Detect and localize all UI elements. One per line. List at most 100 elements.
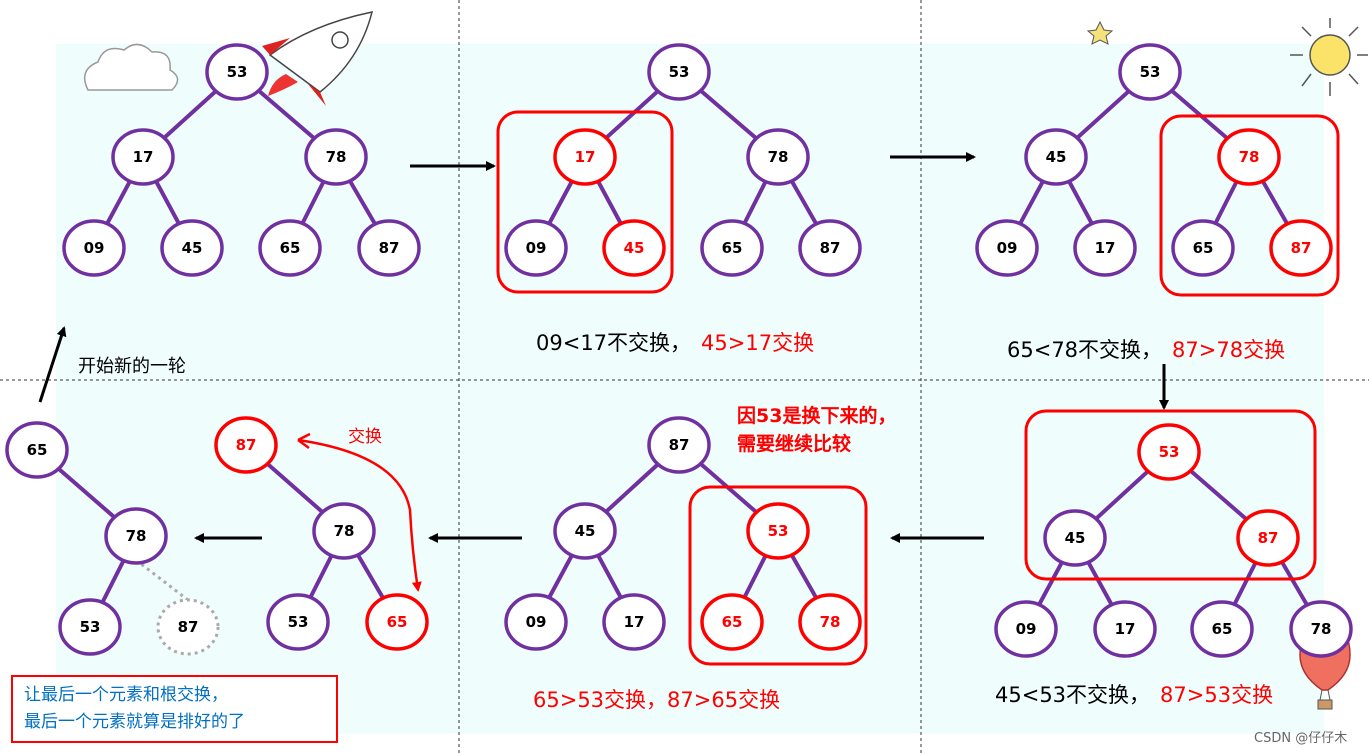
- flow-arrow-up: [38, 326, 67, 403]
- tree-node-label: 09: [526, 613, 547, 631]
- tree-node-p4_17: 17: [1093, 600, 1157, 658]
- tree-node-circle: [104, 507, 168, 565]
- tree-node-label: 09: [1016, 620, 1037, 638]
- tree-node-label: 65: [722, 613, 743, 631]
- tree-node-circle: [304, 128, 368, 186]
- tree-node-label: 65: [27, 441, 48, 459]
- tree-node-p3_45: 45: [1024, 128, 1088, 186]
- tree-node-p6_65: 65: [365, 593, 429, 651]
- tree-node-p5_65: 65: [700, 593, 764, 651]
- tree-node-circle: [504, 219, 568, 277]
- tree-node-circle: [357, 219, 421, 277]
- caption-panel4-black: 45<53不交换，: [995, 683, 1150, 707]
- tree-node-p5_45: 45: [553, 502, 617, 560]
- tree-node-p1_65: 65: [258, 219, 322, 277]
- final-note-line2: 最后一个元素就算是排好的了: [24, 712, 245, 732]
- tree-node-label: 78: [126, 527, 147, 545]
- tree-node-circle: [746, 128, 810, 186]
- reason-note-line1: 因53是换下来的，: [737, 404, 896, 427]
- sun-icon: [1290, 18, 1368, 96]
- tree-node-circle: [746, 502, 810, 560]
- tree-node-label: 17: [133, 148, 154, 166]
- tree-node-p1_09: 09: [62, 219, 126, 277]
- tree-node-label: 78: [820, 613, 841, 631]
- tree-node-p4_87: 87: [1236, 509, 1300, 567]
- tree-node-circle: [1073, 219, 1137, 277]
- tree-node-p5_09: 09: [504, 593, 568, 651]
- tree-node-p2_53: 53: [647, 43, 711, 101]
- tree-node-label: 45: [575, 522, 596, 540]
- tree-node-circle: [602, 593, 666, 651]
- tree-node-circle: [798, 593, 862, 651]
- tree-node-label: 45: [182, 239, 203, 257]
- star-icon: [1086, 20, 1114, 45]
- tree-node-circle: [1289, 600, 1353, 658]
- tree-node-circle: [1093, 600, 1157, 658]
- tree-node-p4_09: 09: [994, 600, 1058, 658]
- caption-panel2-black: 09<17不交换，: [536, 331, 691, 355]
- tree-node-label: 65: [722, 239, 743, 257]
- tree-node-p3_65: 65: [1171, 219, 1235, 277]
- tree-node-label: 87: [379, 239, 400, 257]
- tree-node-p6_78: 78: [312, 502, 376, 560]
- tree-node-label: 17: [624, 613, 645, 631]
- tree-node-label: 65: [1212, 620, 1233, 638]
- tree-node-p2_65: 65: [700, 219, 764, 277]
- tree-node-p4_78: 78: [1289, 600, 1353, 658]
- tree-node-p3_53: 53: [1118, 43, 1182, 101]
- tree-node-circle: [1024, 128, 1088, 186]
- tree-node-p1_78: 78: [304, 128, 368, 186]
- tree-node-circle: [975, 219, 1039, 277]
- tree-node-circle: [553, 128, 617, 186]
- tree-node-circle: [1137, 423, 1201, 481]
- tree-node-p3_17: 17: [1073, 219, 1137, 277]
- caption-panel3: 65<78不交换，87>78交换: [1007, 338, 1285, 362]
- caption-panel3-black: 65<78不交换，: [1007, 338, 1162, 362]
- caption-panel2: 09<17不交换， 45>17交换: [536, 331, 814, 355]
- tree-node-label: 53: [669, 63, 690, 81]
- tree-node-p2_87: 87: [798, 219, 862, 277]
- tree-node-label: 87: [1258, 529, 1279, 547]
- tree-node-label: 53: [80, 618, 101, 636]
- tree-node-label: 78: [334, 522, 355, 540]
- tree-node-label: 17: [1095, 239, 1116, 257]
- tree-node-label: 87: [669, 436, 690, 454]
- tree-nodes: 53 17 78 09 45 65 87 53 17 78 09 45 65 87 53 45 78 09 17 65…: [5, 43, 1353, 658]
- tree-node-circle: [700, 593, 764, 651]
- tree-node-p5_78: 78: [798, 593, 862, 651]
- tree-node-label: 78: [1311, 620, 1332, 638]
- reason-note-line2: 需要继续比较: [737, 432, 851, 455]
- tree-node-p1_87: 87: [357, 219, 421, 277]
- tree-node-circle: [647, 43, 711, 101]
- tree-node-p4_53: 53: [1137, 423, 1201, 481]
- highlight-box-panel5: [688, 485, 868, 666]
- tree-node-label: 09: [526, 239, 547, 257]
- tree-node-circle: [602, 219, 666, 277]
- highlight-box-panel3: [1159, 114, 1340, 297]
- tree-node-circle: [1043, 509, 1107, 567]
- tree-node-circle: [647, 416, 711, 474]
- tree-node-circle: [62, 219, 126, 277]
- tree-node-p5_87: 87: [647, 416, 711, 474]
- tree-node-label: 17: [1115, 620, 1136, 638]
- final-note-line1: 让最后一个元素和根交换，: [24, 685, 228, 705]
- caption-panel2-red: 45>17交换: [701, 331, 814, 355]
- tree-node-circle: [504, 593, 568, 651]
- tree-node-circle: [1190, 600, 1254, 658]
- tree-node-circle: [312, 502, 376, 560]
- tree-node-label: 65: [280, 239, 301, 257]
- tree-node-circle: [156, 598, 220, 656]
- tree-node-p3_87: 87: [1269, 219, 1333, 277]
- tree-node-label: 87: [178, 618, 199, 636]
- tree-node-p2_45: 45: [602, 219, 666, 277]
- swap-arrow-head-start: [297, 432, 311, 450]
- tree-node-circle: [553, 502, 617, 560]
- tree-node-label: 17: [575, 148, 596, 166]
- swap-arrow: [297, 438, 422, 592]
- tree-node-circle: [1269, 219, 1333, 277]
- tree-node-label: 45: [624, 239, 645, 257]
- tree-node-p2_09: 09: [504, 219, 568, 277]
- tree-node-p7_78: 78: [104, 507, 168, 565]
- tree-node-circle: [365, 593, 429, 651]
- tree-node-p1_53: 53: [205, 43, 269, 101]
